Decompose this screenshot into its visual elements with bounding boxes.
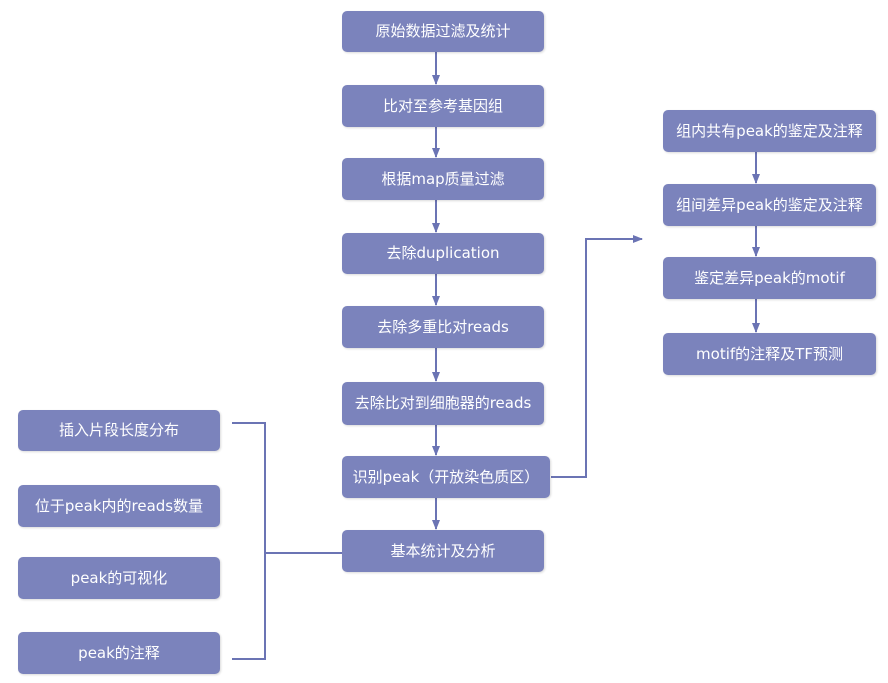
- step-mapq-filter[interactable]: 根据map质量过滤: [342, 158, 544, 200]
- right-diff-peak-motif[interactable]: 鉴定差异peak的motif: [663, 257, 876, 299]
- right-motif-tf-prediction[interactable]: motif的注释及TF预测: [663, 333, 876, 375]
- step-basic-stats[interactable]: 基本统计及分析: [342, 530, 544, 572]
- right-diff-peak-annotation-label: 组间差异peak的鉴定及注释: [676, 195, 863, 214]
- left-peak-annotation-label: peak的注释: [78, 643, 160, 662]
- left-peak-visualization-label: peak的可视化: [70, 568, 168, 587]
- right-shared-peak-annotation-label: 组内共有peak的鉴定及注释: [676, 121, 863, 140]
- step-remove-organelle-reads-label: 去除比对到细胞器的reads: [354, 394, 532, 412]
- left-peak-visualization[interactable]: peak的可视化: [18, 557, 220, 599]
- step-call-peaks-label: 识别peak（开放染色质区）: [352, 467, 540, 486]
- step-remove-multimapped[interactable]: 去除多重比对reads: [342, 306, 544, 348]
- step-remove-organelle-reads[interactable]: 去除比对到细胞器的reads: [342, 382, 544, 425]
- left-group-bracket: [232, 422, 266, 660]
- step-align-reference-label: 比对至参考基因组: [382, 96, 503, 115]
- step-raw-data-filter-label: 原始数据过滤及统计: [375, 22, 511, 40]
- step-remove-duplication[interactable]: 去除duplication: [342, 233, 544, 274]
- step-raw-data-filter[interactable]: 原始数据过滤及统计: [342, 11, 544, 52]
- step-remove-duplication-label: 去除duplication: [386, 244, 500, 262]
- step-call-peaks[interactable]: 识别peak（开放染色质区）: [342, 456, 550, 498]
- right-diff-peak-annotation[interactable]: 组间差异peak的鉴定及注释: [663, 184, 876, 226]
- right-diff-peak-motif-label: 鉴定差异peak的motif: [694, 268, 845, 287]
- step-align-reference[interactable]: 比对至参考基因组: [342, 85, 544, 127]
- step-mapq-filter-label: 根据map质量过滤: [381, 169, 505, 188]
- right-shared-peak-annotation[interactable]: 组内共有peak的鉴定及注释: [663, 110, 876, 152]
- left-peak-annotation[interactable]: peak的注释: [18, 632, 220, 674]
- step-basic-stats-label: 基本统计及分析: [390, 541, 496, 560]
- left-insert-size-distribution-label: 插入片段长度分布: [58, 421, 179, 439]
- left-insert-size-distribution[interactable]: 插入片段长度分布: [18, 410, 220, 451]
- right-motif-tf-prediction-label: motif的注释及TF预测: [696, 344, 843, 363]
- step-remove-multimapped-label: 去除多重比对reads: [377, 317, 509, 336]
- left-reads-in-peaks[interactable]: 位于peak内的reads数量: [18, 485, 220, 527]
- left-reads-in-peaks-label: 位于peak内的reads数量: [34, 496, 204, 515]
- peak-to-right-group-connector: [551, 235, 643, 478]
